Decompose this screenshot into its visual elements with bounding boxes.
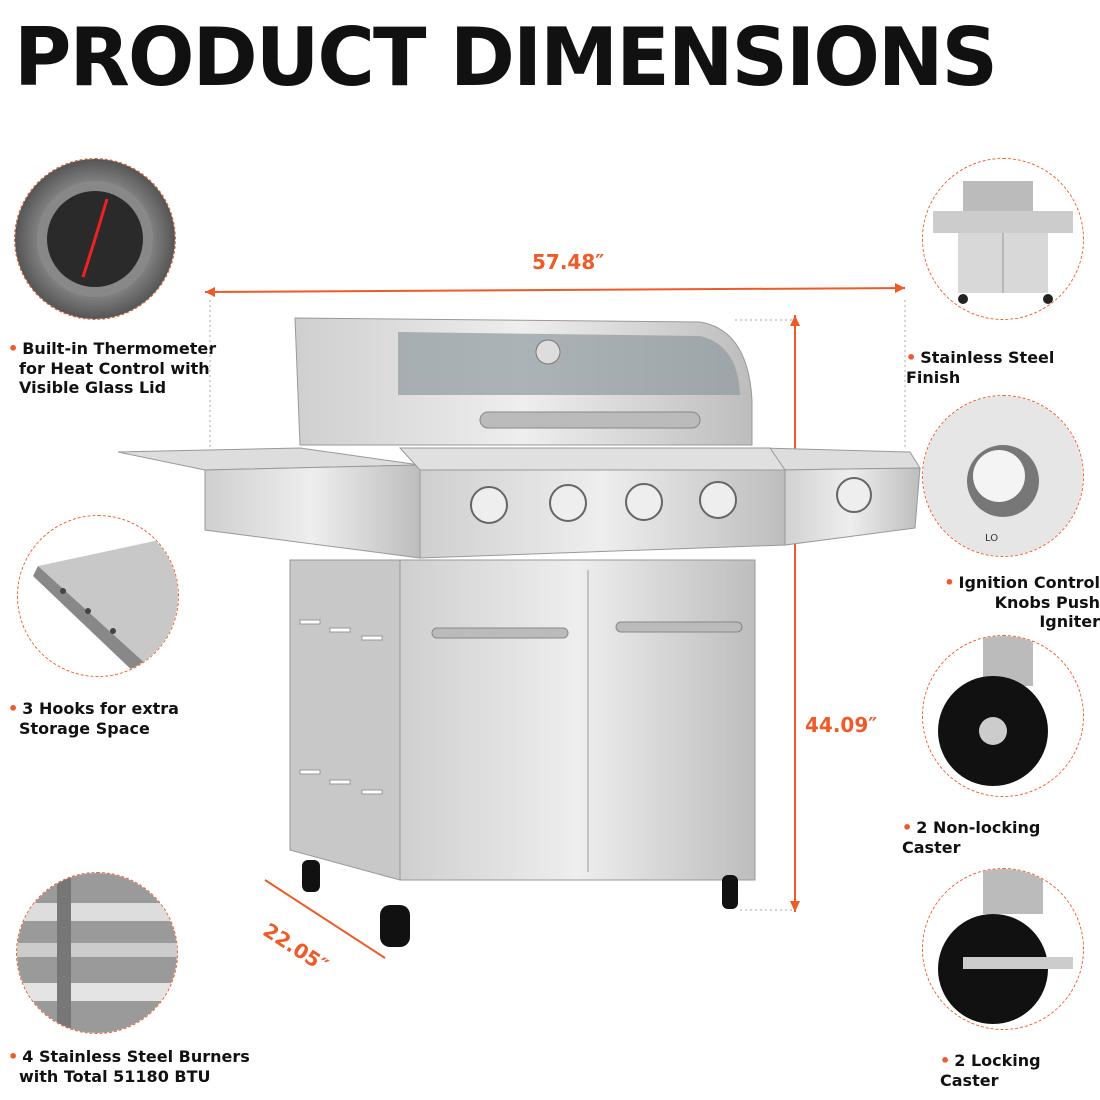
feature-locking-caster: •2 Locking Caster: [940, 1051, 1041, 1090]
burners-image: [16, 872, 178, 1034]
grill-illustration: [117, 283, 921, 959]
feature-stainless: •Stainless Steel Finish: [906, 348, 1055, 387]
feature-thermometer: •Built-in Thermometer for Heat Control w…: [8, 339, 217, 397]
feature-non-locking-caster: •2 Non-locking Caster: [902, 818, 1041, 857]
svg-text:LO: LO: [985, 533, 998, 544]
grill-overview-image: [922, 158, 1084, 320]
hooks-image: [17, 515, 179, 677]
width-dimension: 57.48″: [532, 250, 605, 274]
feature-hooks: •3 Hooks for extra Storage Space: [8, 699, 179, 738]
height-dimension: 44.09″: [805, 713, 878, 737]
feature-ignition: •Ignition Control Knobs Push Igniter: [944, 573, 1100, 631]
thermometer-image: [14, 158, 176, 320]
page-title: PRODUCT DIMENSIONS: [14, 11, 998, 104]
non-locking-caster-image: [922, 635, 1084, 797]
ignition-knob-image: LO: [922, 395, 1084, 557]
feature-burners: •4 Stainless Steel Burners with Total 51…: [8, 1047, 250, 1086]
locking-caster-image: [922, 868, 1084, 1030]
